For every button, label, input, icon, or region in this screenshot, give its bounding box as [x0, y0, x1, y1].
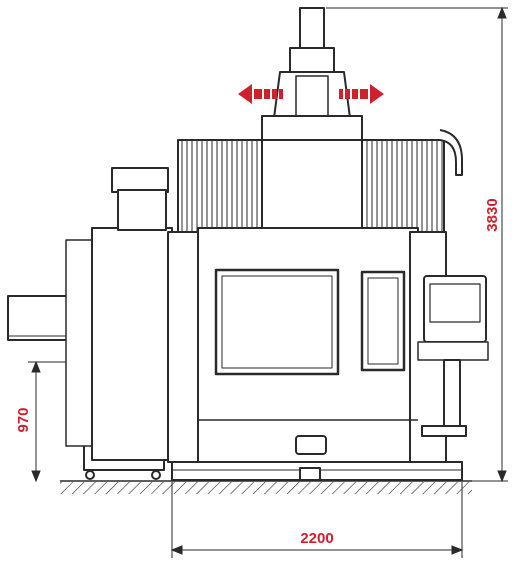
- door-window: [214, 268, 340, 376]
- side-enclosure: [65, 167, 173, 461]
- cable-hose: [439, 129, 463, 176]
- dimension-label-total-height: 3830: [484, 198, 501, 231]
- machine-base: [171, 461, 463, 481]
- bellows-cover-right: [359, 139, 445, 233]
- dimension-label-table-height: 970: [15, 407, 32, 432]
- dimension-height-table: [28, 360, 66, 483]
- spindle-head: [261, 7, 363, 233]
- movement-arrow-right: [339, 84, 384, 104]
- bellows-cover-left: [177, 139, 267, 233]
- movement-arrow-left: [238, 84, 283, 104]
- dimension-height-total: [326, 6, 508, 483]
- control-panel: [417, 275, 489, 437]
- ground-hatch: [60, 480, 472, 494]
- dimension-label-width: 2200: [300, 530, 333, 547]
- dimension-width: [170, 482, 464, 558]
- side-window: [360, 270, 406, 372]
